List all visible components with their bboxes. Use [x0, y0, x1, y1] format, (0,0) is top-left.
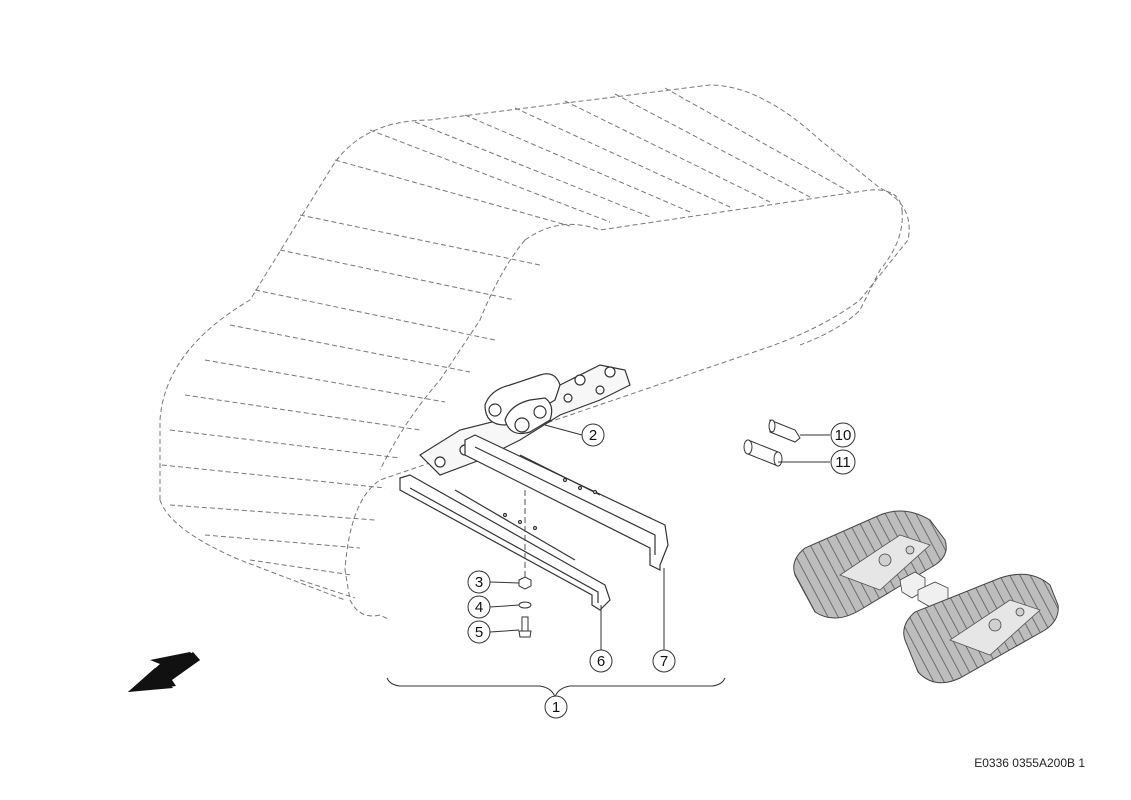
drawing-reference-code: E0336 0355A200B 1: [974, 756, 1085, 770]
callout-1-label: 1: [552, 699, 560, 716]
track-undercarriage-overview-icon: [793, 510, 1059, 684]
callout-7: 7: [652, 649, 676, 673]
callout-3: 3: [467, 570, 491, 594]
left-track-unit: [793, 510, 947, 619]
track-rail-long: [464, 434, 669, 571]
fastener-nut: [518, 576, 532, 590]
callout-10: 10: [830, 422, 856, 448]
callout-4: 4: [467, 595, 491, 619]
callout-5: 5: [467, 620, 491, 644]
callout-1: 1: [544, 695, 568, 719]
callout-7-label: 7: [660, 653, 668, 670]
fastener-bolt: [518, 616, 532, 638]
callout-6: 6: [589, 649, 613, 673]
callout-10-label: 10: [835, 427, 852, 444]
forward-direction-arrow-icon: [128, 652, 200, 692]
right-track-unit: [903, 573, 1059, 684]
bushing-part: [743, 439, 783, 467]
callout-5-label: 5: [475, 624, 483, 641]
callout-11: 11: [830, 449, 856, 475]
callout-4-label: 4: [475, 599, 483, 616]
callout-2: 2: [581, 423, 605, 447]
fastener-washer: [518, 601, 532, 609]
rubber-track-outline: [159, 84, 910, 621]
pin-part: [768, 419, 801, 443]
callout-6-label: 6: [597, 653, 605, 670]
callout-11-label: 11: [835, 454, 851, 471]
center-frame: [899, 571, 949, 609]
track-rail-short: [399, 474, 611, 611]
callout-2-label: 2: [589, 427, 597, 444]
callout-3-label: 3: [475, 574, 483, 591]
